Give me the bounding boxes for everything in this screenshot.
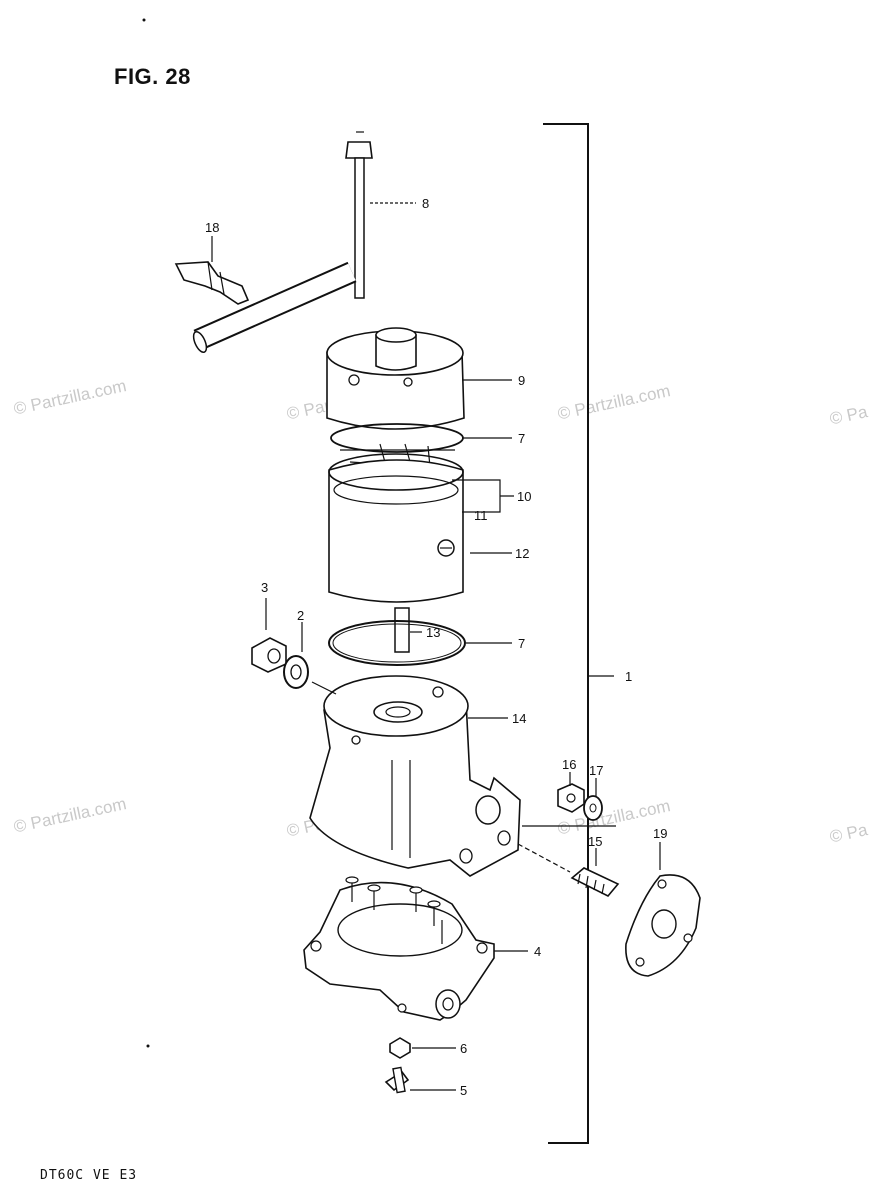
assembly-bracket xyxy=(543,123,589,1144)
lock-washer-part xyxy=(583,795,603,821)
callout-2: 2 xyxy=(297,608,304,623)
callout-3: 3 xyxy=(261,580,268,595)
stud-bolt-part xyxy=(570,867,620,897)
callout-15: 15 xyxy=(588,834,602,849)
callout-4: 4 xyxy=(534,944,541,959)
callout-9: 9 xyxy=(518,373,525,388)
callout-7-upper: 7 xyxy=(518,431,525,446)
callout-1: 1 xyxy=(625,669,632,684)
hose-clip-part xyxy=(174,261,250,305)
motor-housing-part xyxy=(328,453,464,603)
callout-10: 10 xyxy=(517,489,531,504)
model-code: DT60C VE E3 xyxy=(40,1168,138,1183)
shaft-part xyxy=(394,607,410,653)
callout-12: 12 xyxy=(515,546,529,561)
leader-lines xyxy=(211,202,661,1091)
pump-body-part xyxy=(309,675,521,877)
callout-6: 6 xyxy=(460,1041,467,1056)
callout-8: 8 xyxy=(422,196,429,211)
callout-16: 16 xyxy=(562,757,576,772)
callout-14: 14 xyxy=(512,711,526,726)
mounting-gasket-part xyxy=(625,874,701,977)
pump-top-cover-part xyxy=(326,327,465,430)
callout-13: 13 xyxy=(426,625,440,640)
screw-part xyxy=(384,1066,410,1094)
lower-o-ring-part xyxy=(328,620,466,666)
figure-title: FIG. 28 xyxy=(114,64,191,89)
callout-19: 19 xyxy=(653,826,667,841)
nut-part xyxy=(557,783,585,813)
callout-18: 18 xyxy=(205,220,219,235)
callout-7-lower: 7 xyxy=(518,636,525,651)
small-nut-part xyxy=(389,1037,411,1059)
drain-plug-part xyxy=(251,637,287,673)
callout-5: 5 xyxy=(460,1083,467,1098)
pump-base-part xyxy=(303,876,495,1021)
gasket-washer-part xyxy=(283,655,309,689)
callout-11: 11 xyxy=(474,508,488,523)
callout-17: 17 xyxy=(589,763,603,778)
hose-part xyxy=(192,261,357,354)
drain-tube-part xyxy=(345,131,408,346)
callout-labels: 1 2 3 4 5 6 7 7 8 9 10 11 12 13 14 15 16… xyxy=(205,196,667,1098)
